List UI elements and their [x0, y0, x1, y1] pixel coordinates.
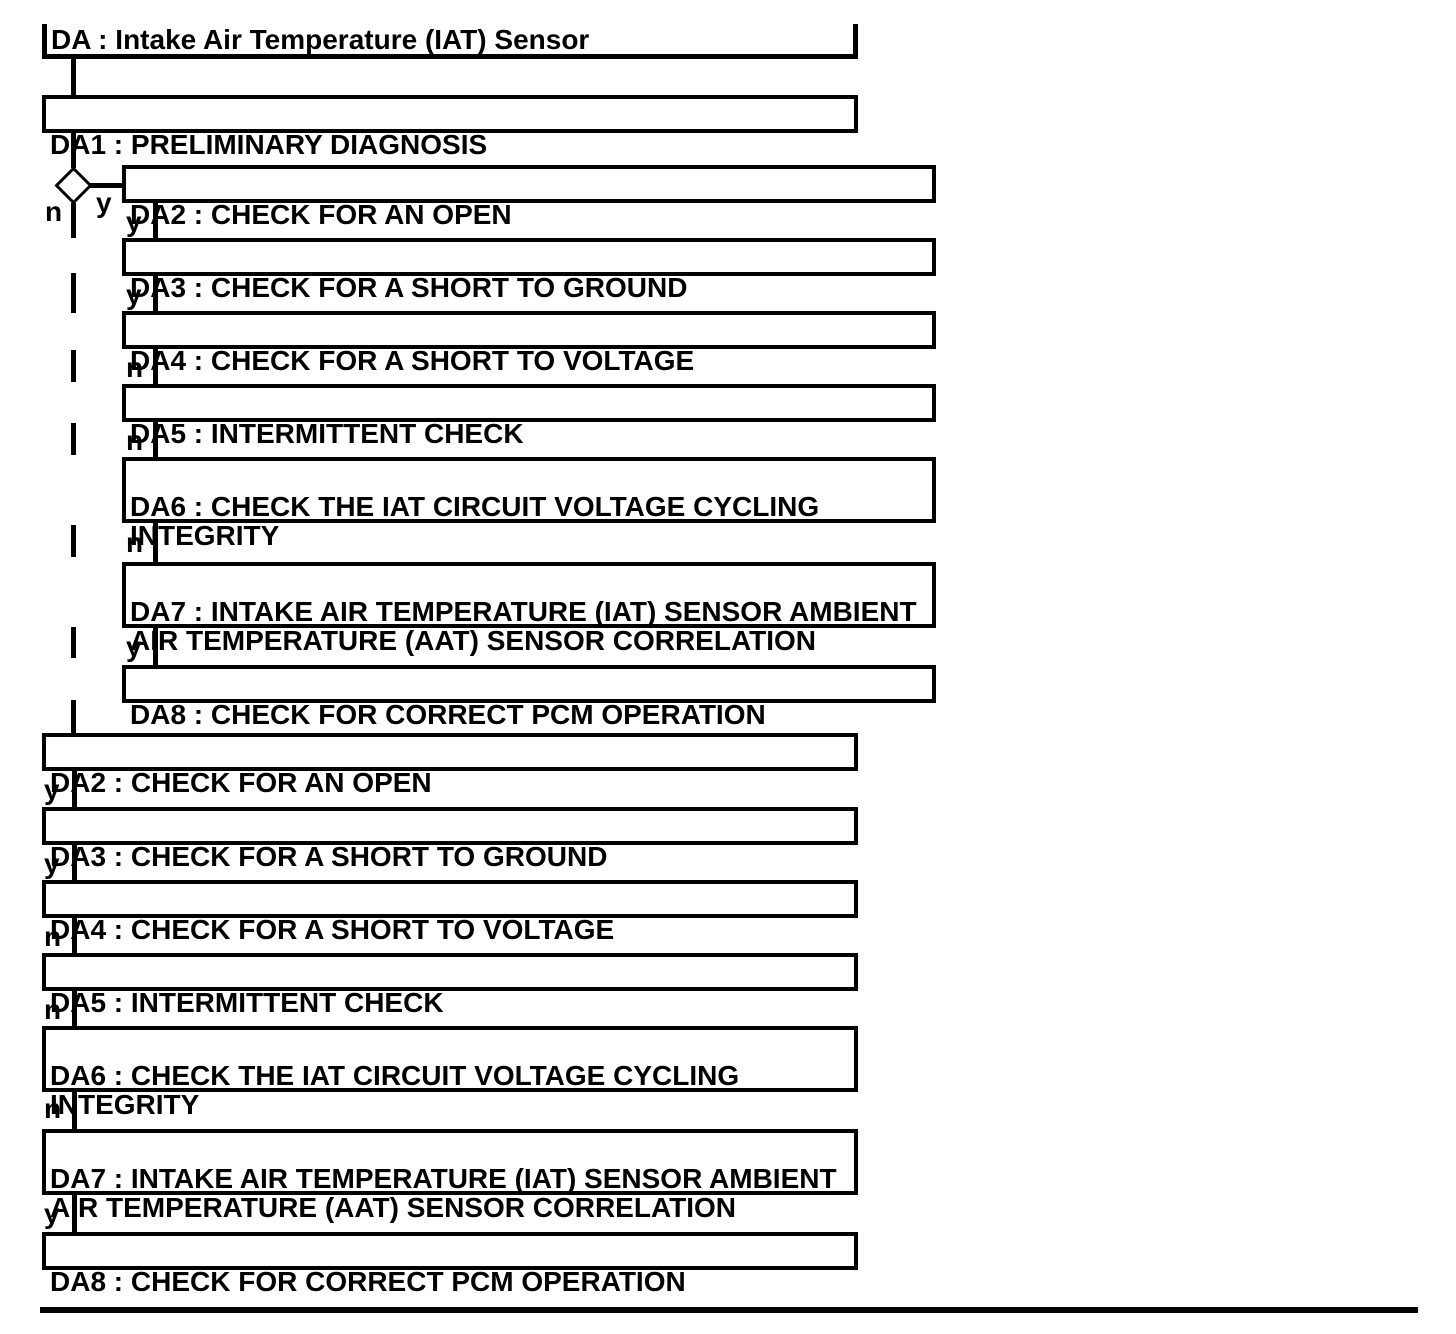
main-exit-label-da3: y	[44, 848, 60, 879]
no-branch-dash-segment	[71, 525, 76, 557]
branch-exit-label-da2: y	[126, 206, 142, 237]
main-exit-label-da5: n	[44, 994, 62, 1025]
main-box-da5: DA5 : INTERMITTENT CHECK	[42, 953, 858, 1017]
branch-box-da8: DA8 : CHECK FOR CORRECT PCM OPERATION	[122, 665, 936, 729]
branch-box-da4: DA4 : CHECK FOR A SHORT TO VOLTAGE	[122, 311, 936, 375]
root-box-label: DA1 : PRELIMINARY DIAGNOSIS	[50, 129, 488, 160]
branch-connector-da4-da5	[153, 349, 158, 384]
main-box-da3: DA3 : CHECK FOR A SHORT TO GROUND	[42, 807, 858, 871]
main-connector-da5-da6	[72, 991, 77, 1026]
connector-da1-to-decision	[71, 133, 76, 168]
branch-box-da6: DA6 : CHECK THE IAT CIRCUIT VOLTAGE CYCL…	[122, 457, 936, 550]
branch-box-da5-label: DA5 : INTERMITTENT CHECK	[130, 418, 524, 449]
main-box-da4: DA4 : CHECK FOR A SHORT TO VOLTAGE	[42, 880, 858, 944]
connector-title-to-da1	[71, 59, 76, 95]
branch-box-da8-label: DA8 : CHECK FOR CORRECT PCM OPERATION	[130, 699, 766, 730]
branch-box-da6-label: DA6 : CHECK THE IAT CIRCUIT VOLTAGE CYCL…	[130, 491, 820, 551]
main-connector-da2-da3	[72, 771, 77, 807]
flowchart-title: DA : Intake Air Temperature (IAT) Sensor	[51, 24, 590, 55]
no-branch-dash-segment	[71, 700, 76, 733]
main-connector-da3-da4	[72, 845, 77, 880]
main-box-da6: DA6 : CHECK THE IAT CIRCUIT VOLTAGE CYCL…	[42, 1026, 858, 1119]
branch-box-da7: DA7 : INTAKE AIR TEMPERATURE (IAT) SENSO…	[122, 562, 936, 655]
main-exit-label-da6: n	[44, 1093, 62, 1124]
branch-box-da2: DA2 : CHECK FOR AN OPEN	[122, 165, 936, 229]
main-exit-label-da2: y	[44, 774, 60, 805]
no-branch-dash-segment	[71, 627, 76, 658]
branch-exit-label-da7: y	[126, 631, 142, 662]
decision-no-label: n	[45, 196, 63, 227]
main-box-da3-label: DA3 : CHECK FOR A SHORT TO GROUND	[50, 841, 608, 872]
branch-box-da5: DA5 : INTERMITTENT CHECK	[122, 384, 936, 448]
main-exit-label-da7: y	[44, 1198, 60, 1229]
branch-connector-da3-da4	[153, 276, 158, 311]
branch-exit-label-da3: y	[126, 279, 142, 310]
main-box-da6-label: DA6 : CHECK THE IAT CIRCUIT VOLTAGE CYCL…	[50, 1060, 740, 1120]
branch-exit-label-da4: n	[126, 352, 144, 383]
main-box-da4-label: DA4 : CHECK FOR A SHORT TO VOLTAGE	[50, 914, 615, 945]
main-connector-da7-da8	[72, 1195, 77, 1232]
connector-decision-yes	[89, 183, 122, 188]
main-exit-label-da4: n	[44, 921, 62, 952]
branch-box-da4-label: DA4 : CHECK FOR A SHORT TO VOLTAGE	[130, 345, 695, 376]
main-connector-da6-da7	[72, 1092, 77, 1129]
main-box-da8-label: DA8 : CHECK FOR CORRECT PCM OPERATION	[50, 1266, 686, 1297]
main-box-da7: DA7 : INTAKE AIR TEMPERATURE (IAT) SENSO…	[42, 1129, 858, 1222]
footer-divider	[40, 1307, 1418, 1313]
branch-exit-label-da6: n	[126, 527, 144, 558]
decision-yes-label: y	[96, 187, 112, 218]
branch-box-da7-label: DA7 : INTAKE AIR TEMPERATURE (IAT) SENSO…	[130, 596, 917, 656]
no-branch-dash-segment	[71, 203, 76, 238]
branch-connector-da5-da6	[153, 422, 158, 457]
flowchart-title-box: DA : Intake Air Temperature (IAT) Sensor	[42, 24, 858, 59]
branch-connector-da2-da3	[153, 203, 158, 238]
main-box-da5-label: DA5 : INTERMITTENT CHECK	[50, 987, 444, 1018]
main-box-da2-label: DA2 : CHECK FOR AN OPEN	[50, 767, 432, 798]
decision-diamond-icon	[54, 166, 93, 205]
no-branch-dash-segment	[71, 423, 76, 455]
no-branch-dash-segment	[71, 350, 76, 382]
branch-box-da2-label: DA2 : CHECK FOR AN OPEN	[130, 199, 512, 230]
branch-connector-da6-da7	[153, 523, 158, 562]
no-branch-dash-segment	[71, 273, 76, 313]
root-box-da1: DA1 : PRELIMINARY DIAGNOSIS	[42, 95, 858, 159]
main-box-da7-label: DA7 : INTAKE AIR TEMPERATURE (IAT) SENSO…	[50, 1163, 837, 1223]
main-box-da2: DA2 : CHECK FOR AN OPEN	[42, 733, 858, 797]
branch-box-da3-label: DA3 : CHECK FOR A SHORT TO GROUND	[130, 272, 688, 303]
main-box-da8: DA8 : CHECK FOR CORRECT PCM OPERATION	[42, 1232, 858, 1296]
branch-box-da3: DA3 : CHECK FOR A SHORT TO GROUND	[122, 238, 936, 302]
branch-exit-label-da5: n	[126, 425, 144, 456]
main-connector-da4-da5	[72, 918, 77, 953]
branch-connector-da7-da8	[153, 628, 158, 665]
